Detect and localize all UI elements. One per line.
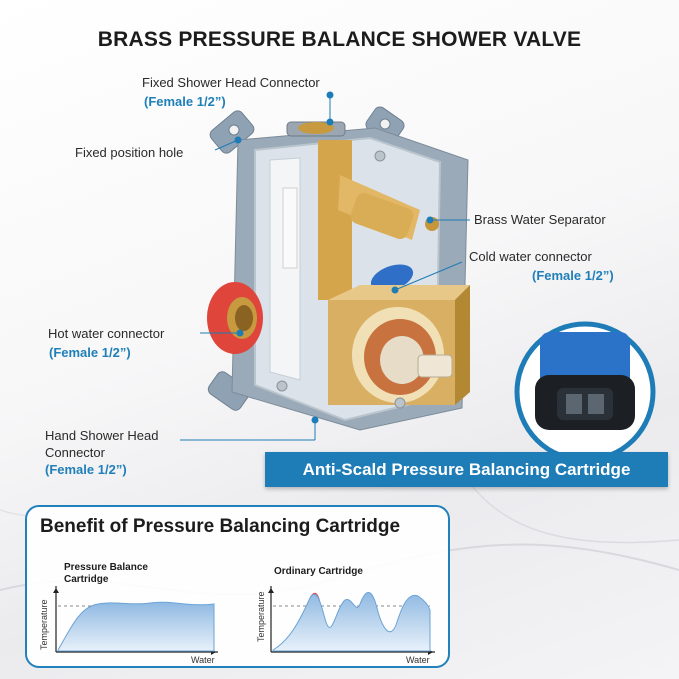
separator-label: Brass Water Separator [474, 212, 606, 227]
fixed-head-size: (Female 1/2”) [144, 94, 226, 109]
hot-size: (Female 1/2”) [49, 345, 131, 360]
right-graph [268, 586, 435, 655]
right-y-axis-label: Temperature [256, 591, 266, 642]
page-title: BRASS PRESSURE BALANCE SHOWER VALVE [97, 28, 582, 51]
left-caption-2: Cartridge [64, 574, 109, 585]
benefit-title: Benefit of Pressure Balancing Cartridge [40, 516, 401, 537]
cold-label: Cold water connector [469, 249, 592, 264]
left-x-axis-label: Water [191, 655, 215, 665]
hand-label-1: Hand Shower Head [45, 428, 159, 443]
right-caption: Ordinary Cartridge [274, 566, 363, 577]
cartridge-banner: Anti-Scald Pressure Balancing Cartridge [265, 452, 668, 487]
fixed-hole-label: Fixed position hole [75, 145, 184, 160]
fixed-head-label: Fixed Shower Head Connector [142, 75, 320, 90]
right-x-axis-label: Water [406, 655, 430, 665]
hand-size: (Female 1/2”) [45, 462, 127, 477]
left-graph [53, 586, 218, 655]
cold-size: (Female 1/2”) [532, 268, 614, 283]
hand-label-2: Connector [45, 445, 105, 460]
hot-label: Hot water connector [48, 326, 165, 341]
left-caption-1: Pressure Balance [64, 562, 148, 573]
left-y-axis-label: Temperature [39, 599, 49, 650]
